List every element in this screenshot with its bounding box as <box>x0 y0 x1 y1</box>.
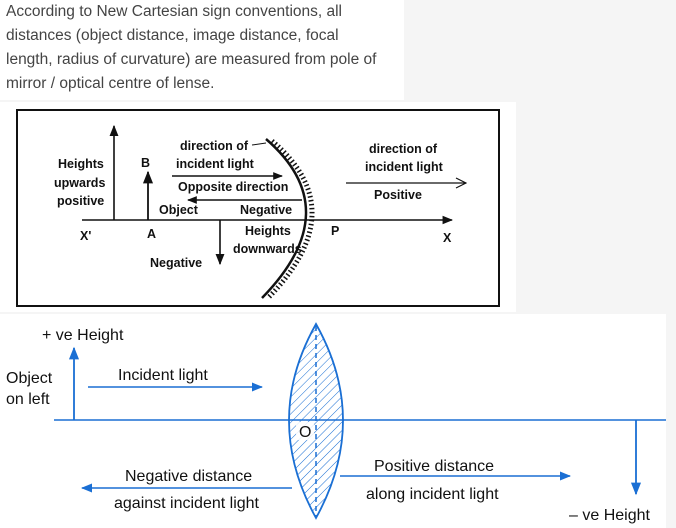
negative-distance-label: Negative distance <box>125 468 252 485</box>
concave-mirror <box>261 138 308 299</box>
mirror-figure-background <box>0 102 516 312</box>
positive-height-label: + ve Height <box>42 327 124 344</box>
optical-centre-box <box>296 422 314 440</box>
negative-height-label: – ve Height <box>569 507 650 524</box>
intro-line: distances (object distance, image distan… <box>6 27 339 44</box>
intro-line: length, radius of curvature) are measure… <box>6 51 377 68</box>
incident-direction-label: direction of incident light <box>176 139 255 171</box>
mirror-hatching <box>266 139 315 300</box>
x-label: X <box>443 231 452 245</box>
label-pointer <box>251 142 267 146</box>
intro-line: mirror / optical centre of lense. <box>6 75 215 92</box>
negative-center-label: Negative <box>240 203 292 217</box>
heights-downwards-label: Heights downwards <box>233 224 302 256</box>
mirror-sign-convention-diagram: Heights upwards positive B A X' Object N… <box>16 109 500 307</box>
point-b-label: B <box>141 156 150 170</box>
against-incident-light-label: against incident light <box>114 495 260 512</box>
intro-line: According to New Cartesian sign conventi… <box>6 3 343 20</box>
optical-centre-label: O <box>299 424 311 441</box>
intro-background <box>0 0 404 100</box>
intro-paragraph: According to New Cartesian sign conventi… <box>6 0 404 96</box>
object-on-left-label: Object on left <box>6 370 57 408</box>
opposite-direction-label: Opposite direction <box>178 180 288 194</box>
lens-sign-convention-diagram: + ve Height Object on left Incident ligh… <box>6 322 666 524</box>
positive-distance-label: Positive distance <box>374 458 494 475</box>
point-a-label: A <box>147 227 156 241</box>
positive-label: Positive <box>374 188 422 202</box>
pole-p-label: P <box>331 224 339 238</box>
along-incident-light-label: along incident light <box>366 486 499 503</box>
x-prime-label: X' <box>80 229 91 243</box>
heights-upwards-positive-label: Heights upwards positive <box>54 157 109 208</box>
mirror-diagram-frame <box>16 109 500 307</box>
right-incident-direction-label: direction of incident light <box>365 142 444 174</box>
negative-left-label: Negative <box>150 256 202 270</box>
object-label: Object <box>159 203 199 217</box>
incident-light-label: Incident light <box>118 367 208 384</box>
